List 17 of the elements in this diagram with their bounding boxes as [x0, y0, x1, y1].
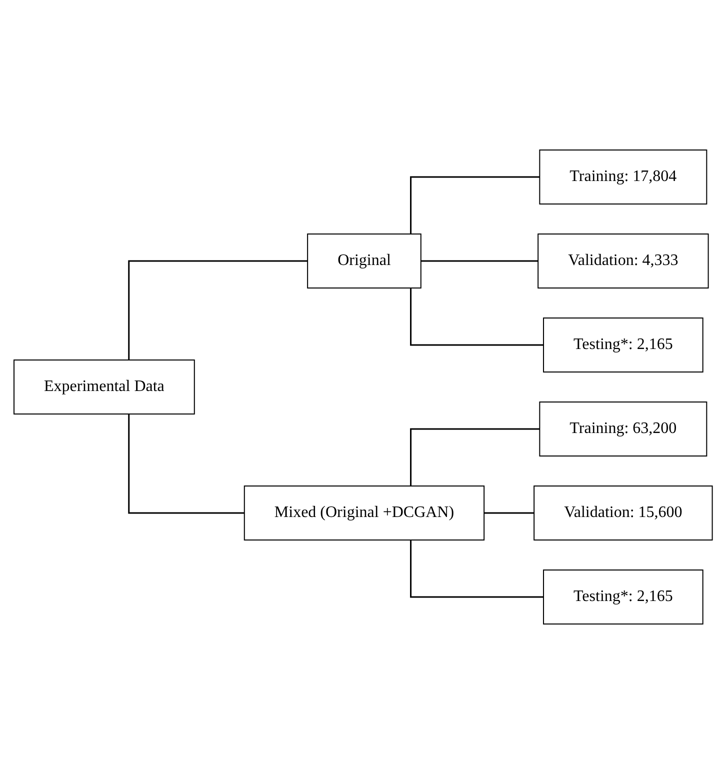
node-box: Mixed (Original +DCGAN): [244, 485, 484, 540]
connector: [410, 540, 544, 598]
connector: [410, 176, 540, 234]
node-box: Validation: 15,600: [533, 485, 713, 540]
connector: [410, 428, 540, 486]
connector: [410, 288, 544, 346]
node-box: Training: 17,804: [539, 149, 708, 204]
node-box: Experimental Data: [13, 359, 195, 414]
connector: [420, 260, 538, 262]
connector: [128, 260, 308, 360]
node-box: Validation: 4,333: [537, 233, 709, 288]
node-box: Training: 63,200: [539, 401, 708, 456]
connector: [483, 512, 534, 514]
node-box: Original: [306, 233, 422, 288]
node-box: Testing*: 2,165: [542, 317, 704, 372]
connector: [128, 414, 244, 514]
node-box: Testing*: 2,165: [542, 569, 704, 624]
